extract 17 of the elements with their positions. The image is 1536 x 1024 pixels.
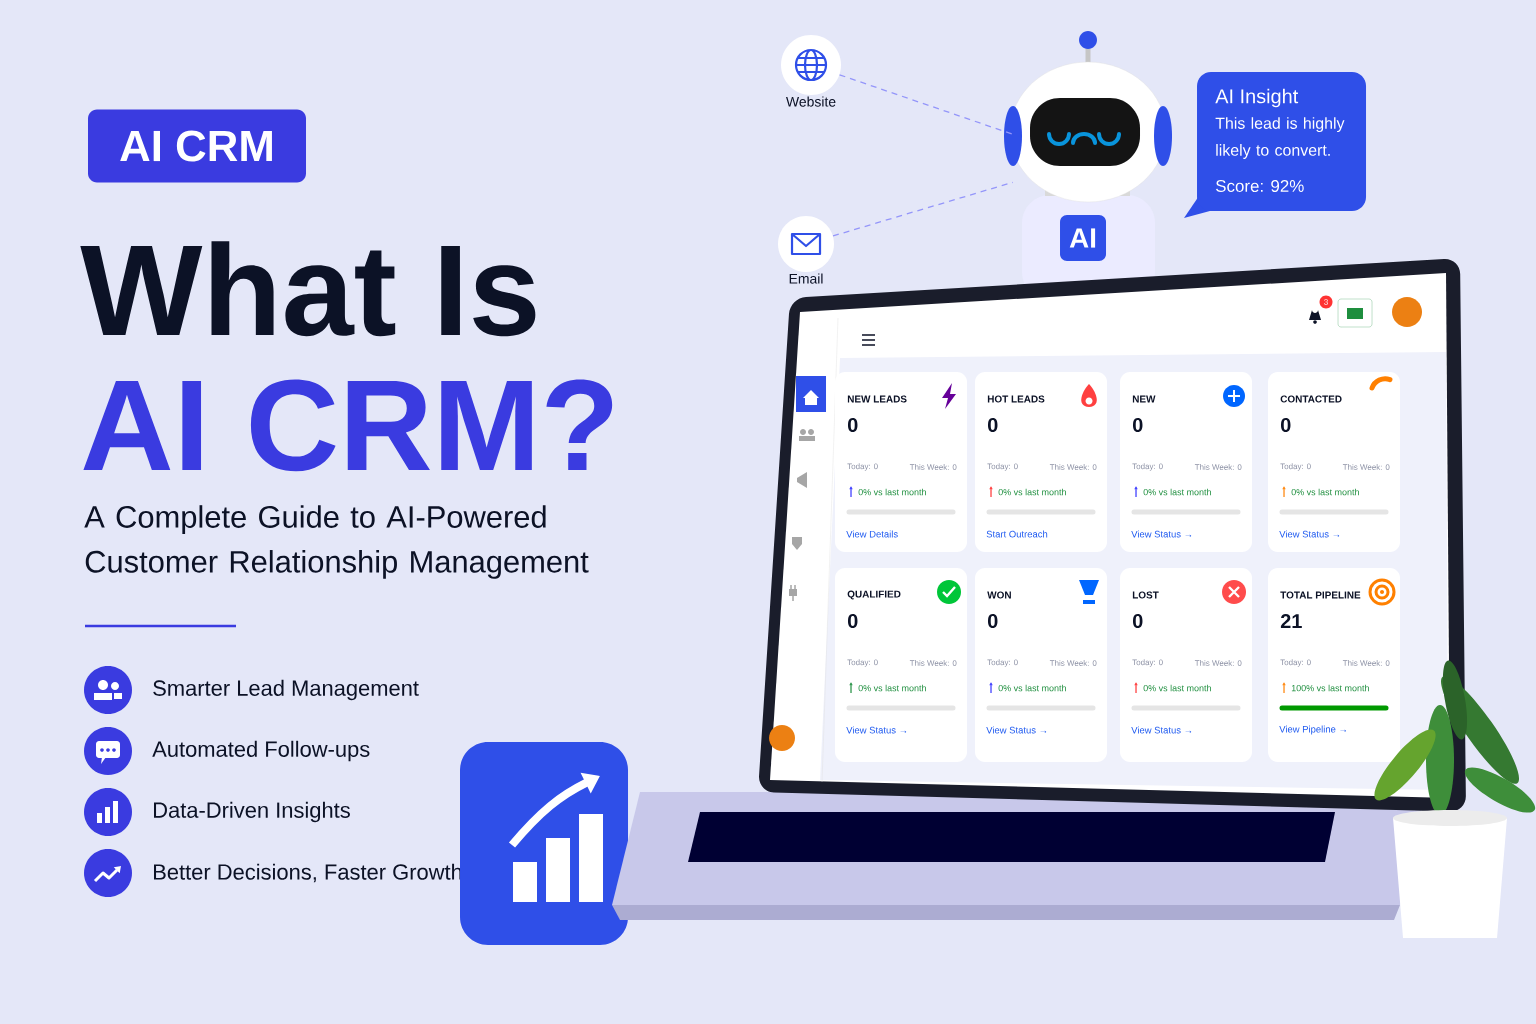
connector-line (832, 181, 1014, 237)
connector-line (838, 74, 1014, 135)
speech-bubble: AI Insight This lead is highly likely to convert. Score: 92% (1184, 72, 1366, 218)
feature-text: Smarter Lead Management (153, 679, 419, 701)
subtitle: A Complete Guide to AI-Powered Customer Relationship Management (84, 505, 589, 579)
node-label: View Details (846, 530, 898, 538)
feature-text: Automated Follow-ups (152, 740, 370, 762)
feature-text: Data-Driven Insights (154, 801, 350, 823)
node-label: NEW LEADS (847, 395, 907, 403)
feature-text: Better Decisions, Faster Growth (154, 863, 462, 883)
node-label: 0% vs last month (858, 488, 926, 496)
headline: AI CRM? (83, 379, 613, 472)
node-label: AI (1069, 228, 1096, 248)
node-label: 0 (847, 417, 858, 433)
robot-drawing: AI (1004, 31, 1172, 300)
title-badge: AI CRM (88, 109, 306, 183)
headline: What Is (80, 241, 536, 337)
